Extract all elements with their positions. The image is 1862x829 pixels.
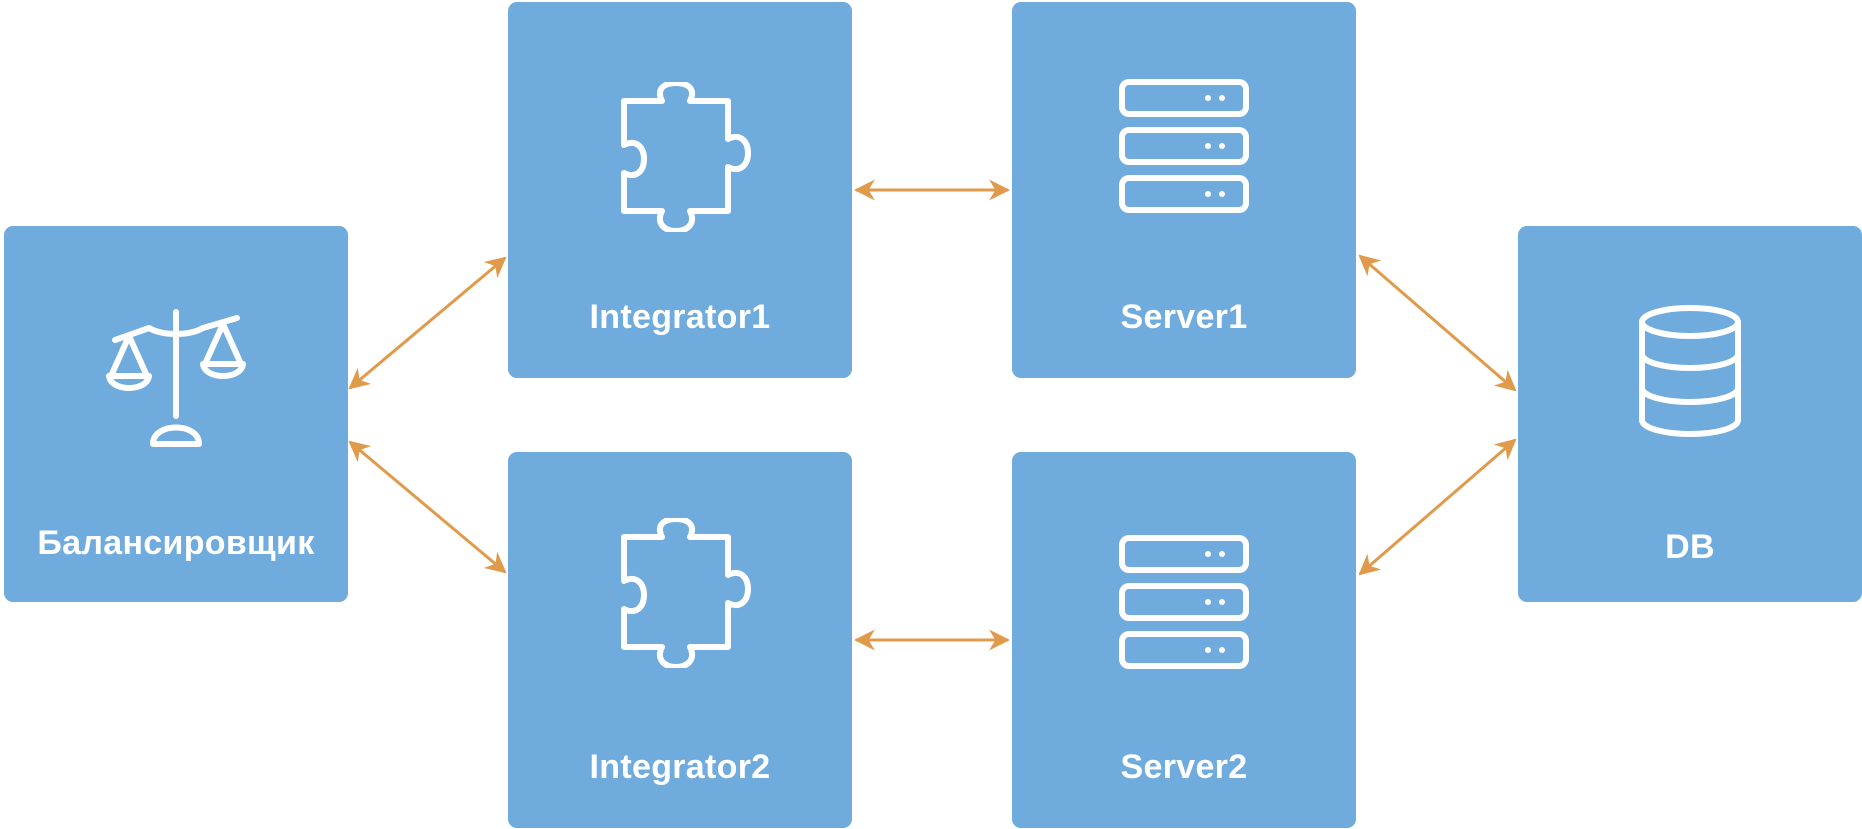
server-stack-icon: [1119, 79, 1249, 213]
node-integrator1: Integrator1: [508, 2, 852, 378]
node-server2: Server2: [1012, 452, 1356, 828]
database-icon: [1639, 305, 1741, 438]
link-server1-db: [1358, 254, 1517, 392]
link-server2-db: [1358, 438, 1517, 576]
node-label: Integrator1: [589, 298, 771, 336]
node-label: Server2: [1120, 748, 1248, 786]
node-label: Server1: [1120, 298, 1248, 336]
balance-scale-icon: [106, 309, 246, 447]
node-server1: Server1: [1012, 2, 1356, 378]
link-balancer-integrator1: [348, 256, 507, 390]
node-balancer: Балансировщик: [4, 226, 348, 602]
puzzle-piece-icon: [621, 518, 751, 668]
node-label: Балансировщик: [37, 524, 315, 562]
puzzle-piece-icon: [621, 82, 751, 232]
node-label: Integrator2: [589, 748, 771, 786]
node-label: DB: [1665, 528, 1715, 566]
node-integrator2: Integrator2: [508, 452, 852, 828]
node-db: DB: [1518, 226, 1862, 602]
link-balancer-integrator2: [348, 440, 507, 574]
server-stack-icon: [1119, 535, 1249, 669]
